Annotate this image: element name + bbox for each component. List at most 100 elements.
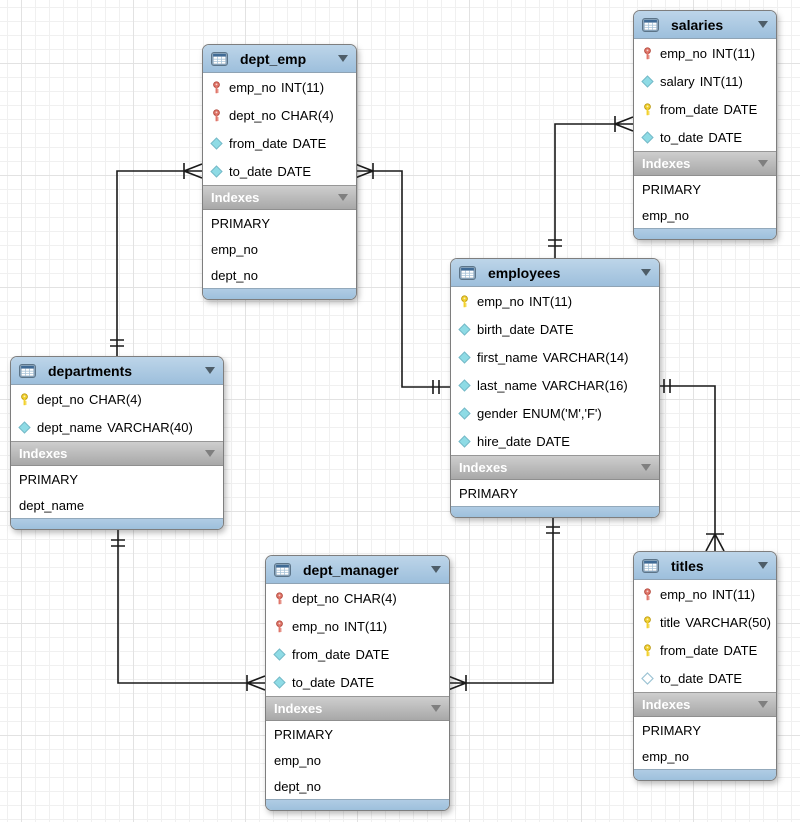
primary-key-icon (641, 615, 654, 629)
table-header[interactable]: salaries (634, 11, 776, 39)
index-row[interactable]: PRIMARY (266, 721, 449, 747)
index-row[interactable]: emp_no (634, 202, 776, 228)
table-icon (642, 558, 659, 573)
column-type: DATE (277, 163, 312, 179)
index-row[interactable]: PRIMARY (203, 210, 356, 236)
collapse-arrow-icon[interactable] (758, 562, 768, 569)
relationship-departments-dept_emp[interactable] (110, 163, 203, 356)
table-header[interactable]: dept_emp (203, 45, 356, 73)
column-name: emp_no (660, 45, 707, 61)
table-footer (451, 506, 659, 517)
collapse-arrow-icon[interactable] (205, 367, 215, 374)
indexes-header[interactable]: Indexes (634, 151, 776, 176)
collapse-arrow-icon[interactable] (758, 21, 768, 28)
table-header[interactable]: dept_manager (266, 556, 449, 584)
table-header[interactable]: departments (11, 357, 223, 385)
index-row[interactable]: dept_no (203, 262, 356, 288)
collapse-arrow-icon[interactable] (758, 701, 768, 708)
indexes-header[interactable]: Indexes (634, 692, 776, 717)
column-type: DATE (536, 433, 570, 449)
index-row[interactable]: dept_no (266, 773, 449, 799)
index-row[interactable]: PRIMARY (451, 480, 659, 506)
relationship-line[interactable] (116, 170, 184, 356)
column-name: from_date (292, 646, 351, 662)
column-type: INT(11) (699, 73, 743, 89)
collapse-arrow-icon[interactable] (641, 464, 651, 471)
nullable-column-icon (641, 671, 654, 685)
collapse-arrow-icon[interactable] (431, 566, 441, 573)
indexes-header[interactable]: Indexes (451, 455, 659, 480)
index-row[interactable]: PRIMARY (634, 717, 776, 743)
relationship-line[interactable] (554, 123, 615, 258)
collapse-arrow-icon[interactable] (431, 705, 441, 712)
column-type: DATE (539, 321, 574, 337)
table-header[interactable]: titles (634, 552, 776, 580)
relationship-line[interactable] (466, 515, 554, 684)
index-row[interactable]: PRIMARY (11, 466, 223, 492)
index-row[interactable]: emp_no (266, 747, 449, 773)
relationship-employees-titles[interactable] (658, 379, 725, 552)
relationship-line[interactable] (373, 170, 450, 388)
index-row[interactable]: PRIMARY (634, 176, 776, 202)
one-cardinality-ticks (546, 526, 560, 534)
collapse-arrow-icon[interactable] (758, 160, 768, 167)
relationship-employees-dept_manager[interactable] (447, 515, 560, 691)
table-header[interactable]: employees (451, 259, 659, 287)
indexes-header[interactable]: Indexes (11, 441, 223, 466)
index-row[interactable]: emp_no (634, 743, 776, 769)
indexes-header[interactable]: Indexes (266, 696, 449, 721)
table-icon (274, 562, 291, 577)
collapse-arrow-icon[interactable] (338, 55, 348, 62)
index-row[interactable]: dept_name (11, 492, 223, 518)
relationship-departments-dept_manager[interactable] (111, 527, 266, 691)
column-type: DATE (292, 135, 327, 151)
indexes-header[interactable]: Indexes (203, 185, 356, 210)
relationship-line[interactable] (658, 385, 716, 534)
relationship-employees-dept_emp[interactable] (354, 163, 450, 394)
relationship-employees-salaries[interactable] (548, 116, 634, 258)
index-row[interactable]: emp_no (203, 236, 356, 262)
collapse-arrow-icon[interactable] (205, 450, 215, 457)
primary-key-icon (18, 392, 31, 406)
relationship-line[interactable] (117, 527, 247, 684)
collapse-arrow-icon[interactable] (641, 269, 651, 276)
one-cardinality-ticks (432, 380, 440, 394)
collapse-arrow-icon[interactable] (338, 194, 348, 201)
column-name: gender (477, 405, 518, 421)
notnull-column-icon (641, 74, 654, 88)
